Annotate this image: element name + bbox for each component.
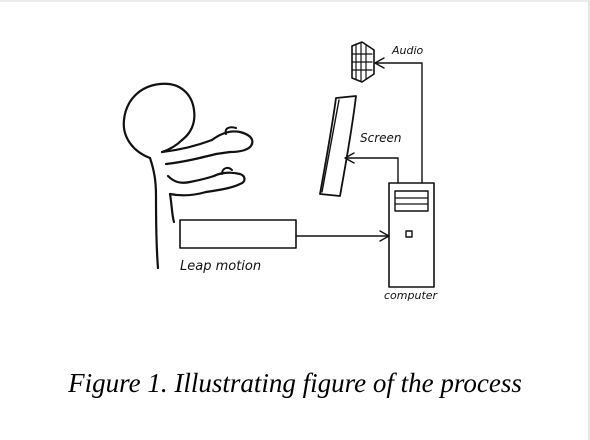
- leap-motion-label: Leap motion: [180, 259, 261, 274]
- audio-label: Audio: [391, 44, 424, 57]
- leap-motion-device: [179, 219, 297, 249]
- screen-label: Screen: [360, 131, 402, 145]
- computer-to-audio-arrow: [374, 57, 423, 184]
- screen-monitor: [319, 95, 357, 197]
- top-border-line: [0, 0, 590, 2]
- computer-to-screen-arrow: [344, 152, 399, 184]
- person-sketch: [122, 82, 254, 270]
- audio-speaker: [351, 41, 375, 83]
- right-border-line: [588, 0, 590, 440]
- leap-to-computer-arrow: [295, 230, 390, 242]
- computer-tower: [388, 182, 435, 288]
- computer-label: computer: [384, 289, 439, 302]
- figure-caption: Figure 1. Illustrating figure of the pro…: [68, 368, 522, 398]
